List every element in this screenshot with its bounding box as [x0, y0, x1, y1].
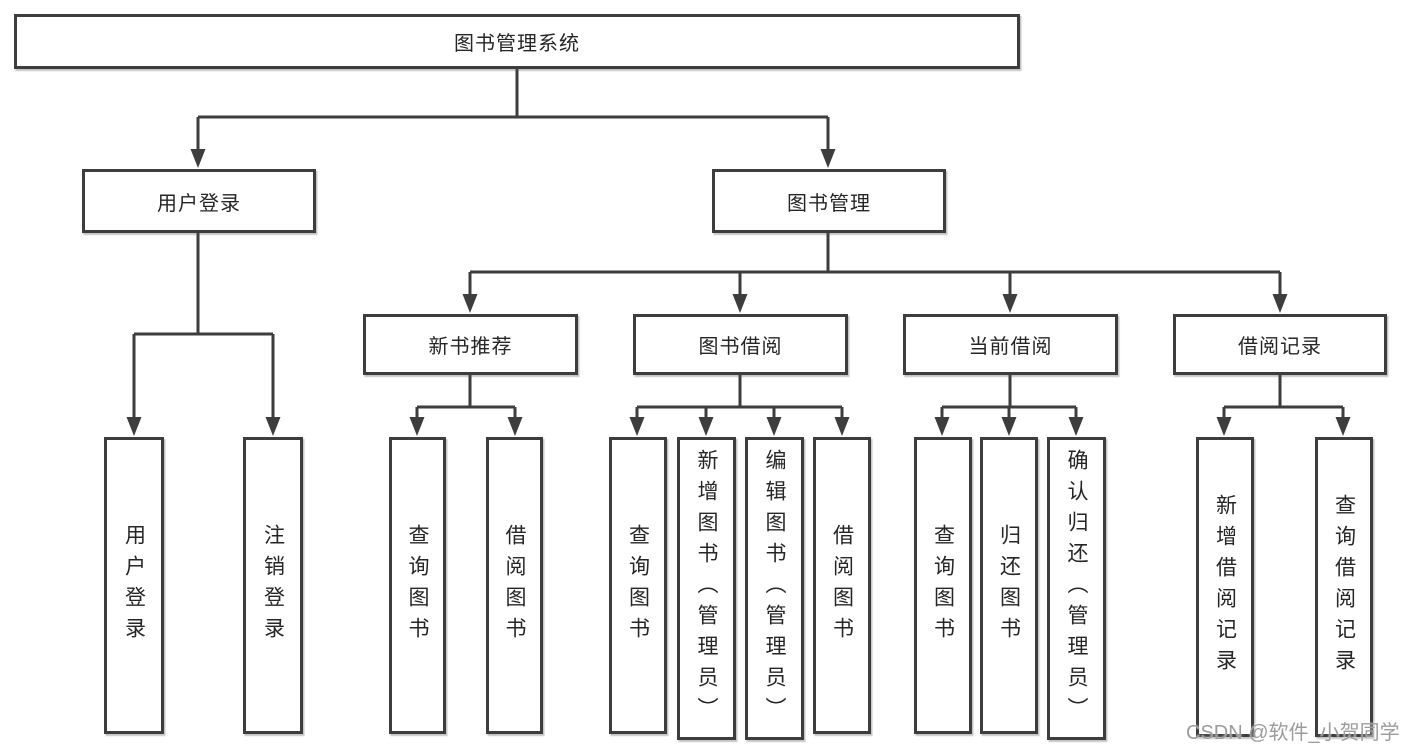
connector-book-borrow-to-leaves [635, 375, 844, 420]
leaf-borrow-book-recommend: 借阅图书 [486, 437, 543, 734]
connector-book-management-to-modules [468, 233, 1282, 297]
leaf-query-book-borrow: 查询图书 [609, 437, 667, 734]
leaf-query-borrow-record: 查询借阅记录 [1315, 437, 1373, 737]
node-borrow-records: 借阅记录 [1173, 314, 1387, 375]
leaf-add-borrow-record: 新增借阅记录 [1196, 437, 1254, 737]
node-new-book-recommend: 新书推荐 [363, 314, 578, 375]
watermark: CSDN @软件_小贺同学 [1186, 722, 1400, 744]
leaf-add-book-admin: 新增图书（管理员） [677, 437, 736, 740]
node-user-login: 用户登录 [82, 169, 316, 233]
leaf-edit-book-admin: 编辑图书（管理员） [745, 437, 804, 740]
leaf-query-book-current: 查询图书 [914, 437, 972, 734]
arrowheads [126, 149, 1351, 436]
connector-current-borrow-to-leaves [940, 375, 1078, 420]
connector-root-to-branches [196, 69, 830, 152]
node-root: 图书管理系统 [14, 14, 1020, 69]
node-book-borrow: 图书借阅 [633, 314, 848, 375]
node-book-management: 图书管理 [712, 169, 946, 233]
leaf-user-login: 用户登录 [104, 437, 164, 734]
leaf-confirm-return-admin: 确认归还（管理员） [1047, 437, 1106, 740]
connector-user-login-to-leaves [132, 233, 275, 420]
connector-new-book-to-leaves [415, 375, 517, 420]
leaf-borrow-book: 借阅图书 [813, 437, 871, 734]
connector-borrow-records-to-leaves [1222, 375, 1345, 420]
leaf-logout: 注销登录 [243, 437, 303, 734]
node-current-borrow: 当前借阅 [903, 314, 1118, 375]
leaf-query-book-recommend: 查询图书 [389, 437, 446, 734]
leaf-return-book: 归还图书 [980, 437, 1038, 734]
